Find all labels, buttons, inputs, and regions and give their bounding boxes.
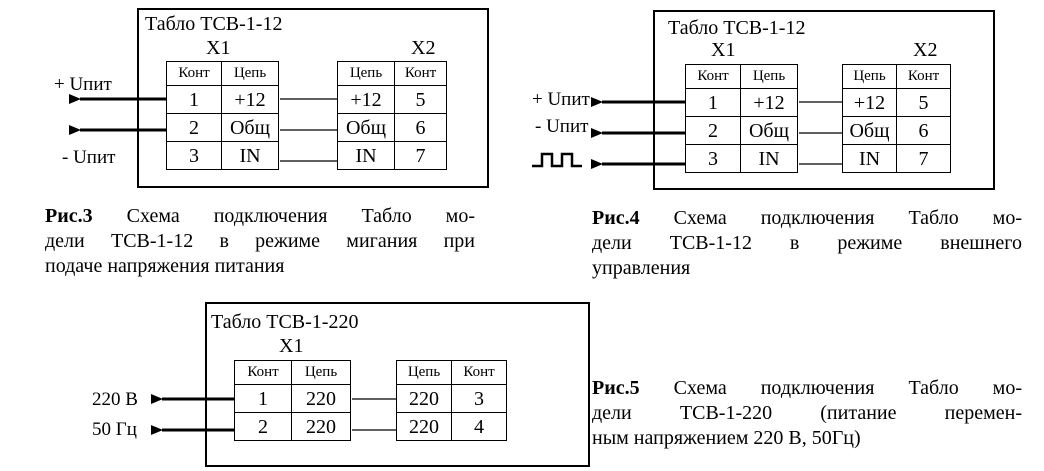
fig5-title: Табло ТСВ-1-220 — [211, 311, 359, 333]
fig5-x2-cell: 220 — [396, 412, 452, 441]
fig3-x1-label: X1 — [206, 37, 231, 59]
fig4-x1-label: X1 — [711, 39, 736, 61]
fig3-x2-cell: 7 — [394, 141, 447, 170]
fig4-x1-cell: IN — [740, 144, 798, 173]
fig5-caption: Рис.5 Схема подключения Табло мо- дели Т… — [592, 376, 1022, 451]
fig3-caption: Рис.3 Схема подключения Табло мо- дели Т… — [45, 204, 475, 279]
fig5-x2-cell: 4 — [451, 412, 507, 441]
fig3-caption-line: дели ТСВ-1-12 в режиме мигания при — [45, 230, 475, 252]
fig4-x1-cell: Общ — [740, 116, 798, 145]
fig5-x1-label: X1 — [279, 335, 304, 357]
fig3-minus-supply-label: - Uпит — [62, 147, 116, 168]
fig3-x1-cell: IN — [221, 141, 279, 170]
fig5-caption-line: ным напряжением 220 В, 50Гц) — [592, 427, 861, 449]
fig4-caption-line: Схема подключения Табло мо- — [639, 207, 1022, 229]
fig3-caption-label: Рис.3 — [45, 205, 93, 227]
fig3-x1-cell: 3 — [166, 141, 222, 170]
fig4-caption-label: Рис.4 — [592, 207, 640, 229]
fig4-x1-cell: 3 — [685, 144, 741, 173]
fig5-caption-line: Схема подключения Табло мо- — [639, 377, 1022, 399]
fig4-caption-line: дели ТСВ-1-12 в режиме внешнего — [592, 232, 1022, 254]
fig3-plus-supply-label: + Uпит — [54, 74, 112, 95]
fig4-x2-cell: 5 — [896, 88, 951, 117]
fig4-caption-line: управления — [592, 257, 691, 279]
fig4-x2-cell: IN — [842, 144, 897, 173]
square-wave-icon — [532, 152, 582, 168]
fig4-x2-label: X2 — [913, 39, 938, 61]
fig5-x2-cell: 3 — [451, 384, 507, 413]
fig5-220v-label: 220 В — [92, 389, 138, 410]
fig3-x1-header-cep: Цепь — [221, 61, 279, 86]
fig4-minus-supply-label: - Uпит — [535, 116, 589, 137]
fig5-caption-line: дели ТСВ-1-220 (питание перемен- — [592, 402, 1022, 424]
fig4-x2-header-kont: Конт — [896, 64, 951, 89]
fig4-x1-cell: 2 — [685, 116, 741, 145]
fig4-x1-header-kont: Конт — [685, 64, 741, 89]
fig4-caption: Рис.4 Схема подключения Табло мо- дели Т… — [592, 206, 1022, 281]
fig3-x1-cell: Общ — [221, 113, 279, 142]
fig5-x1-cell: 1 — [234, 384, 292, 413]
fig4-x2-cell: 7 — [896, 144, 951, 173]
fig3-x2-cell: +12 — [337, 85, 395, 114]
fig3-x2-header-cep: Цепь — [337, 61, 395, 86]
fig4-title: Табло ТСВ-1-12 — [668, 17, 806, 39]
fig3-caption-line: подаче напряжения питания — [45, 255, 285, 277]
fig5-caption-label: Рис.5 — [592, 377, 640, 399]
fig3-x2-cell: IN — [337, 141, 395, 170]
fig5-x1-cell: 2 — [234, 412, 292, 441]
fig5-x1-header-cep: Цепь — [291, 360, 351, 385]
fig4-x1-cell: +12 — [740, 88, 798, 117]
fig5-x1-cell: 220 — [291, 412, 351, 441]
fig3-x1-cell: 2 — [166, 113, 222, 142]
fig5-x1-cell: 220 — [291, 384, 351, 413]
fig3-x2-label: X2 — [411, 37, 436, 59]
fig3-caption-line: Схема подключения Табло мо- — [92, 205, 475, 227]
fig4-x2-cell: +12 — [842, 88, 897, 117]
fig5-x2-header-kont: Конт — [451, 360, 507, 385]
fig4-plus-supply-label: + Uпит — [532, 89, 590, 110]
fig3-title: Табло ТСВ-1-12 — [145, 13, 283, 35]
fig5-50hz-label: 50 Гц — [92, 419, 137, 440]
fig3-x1-cell: +12 — [221, 85, 279, 114]
